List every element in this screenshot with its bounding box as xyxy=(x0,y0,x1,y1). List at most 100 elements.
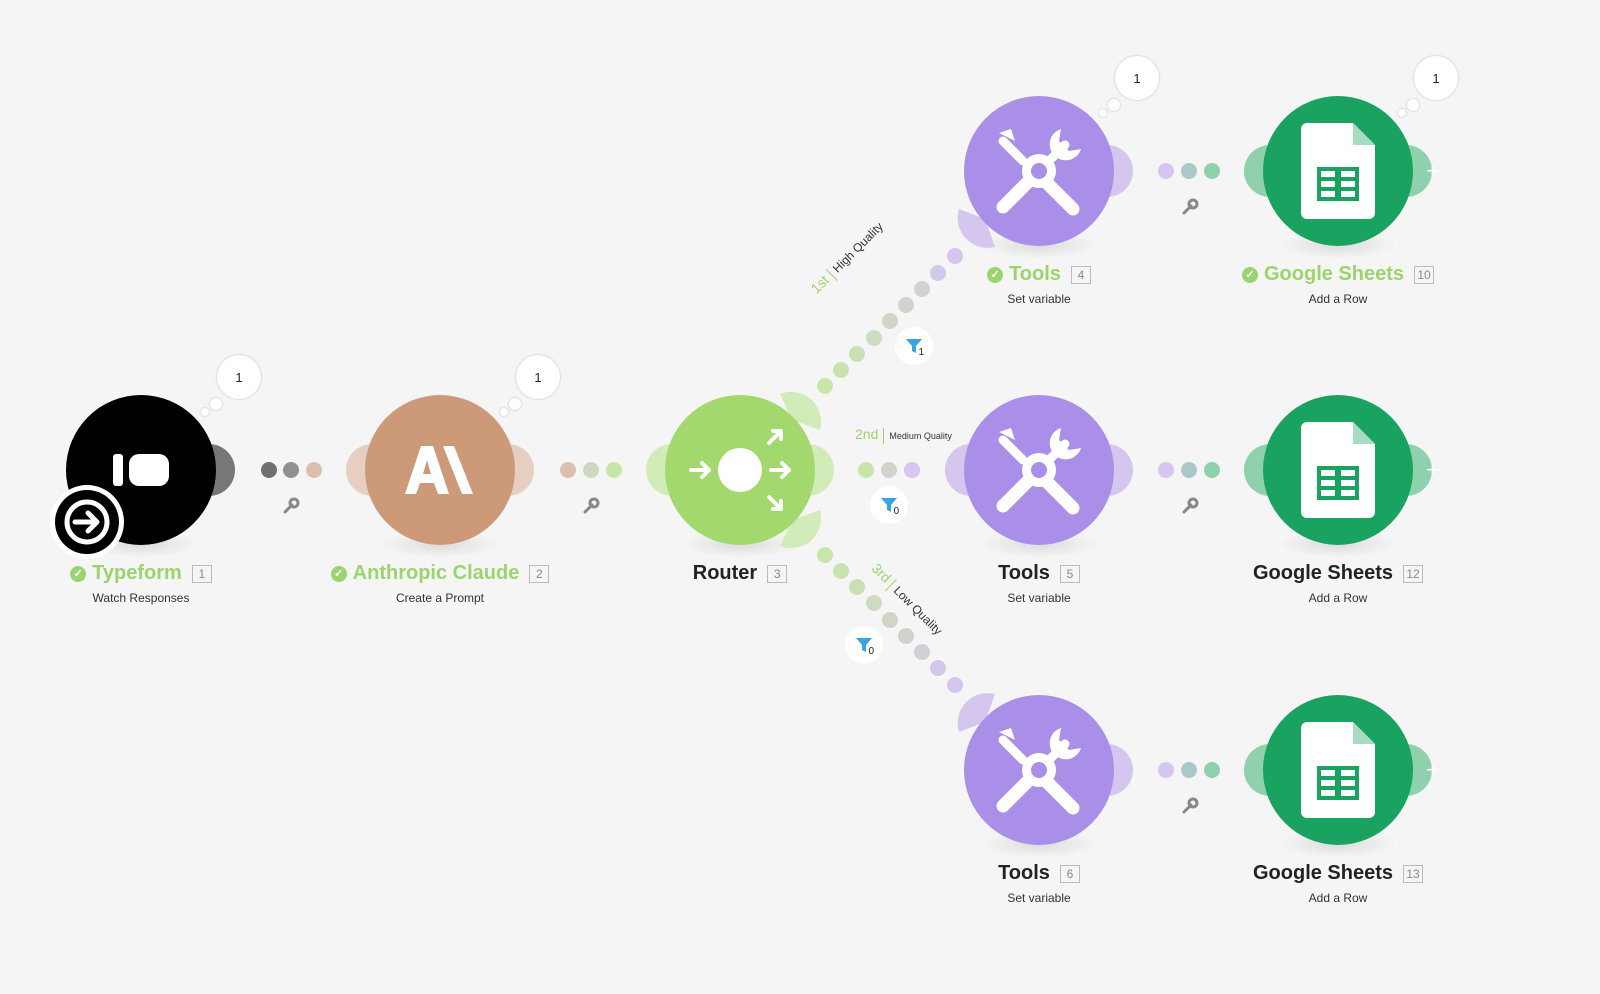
link-router-tools6 xyxy=(817,547,963,693)
module-title: Tools xyxy=(998,862,1050,884)
link-router-tools4 xyxy=(817,248,963,394)
module-subtitle: Set variable xyxy=(1007,891,1071,905)
wrench-icon[interactable] xyxy=(1181,497,1199,515)
module-tools-4[interactable]: 1 ✓ Tools 4 Set variable xyxy=(957,56,1159,306)
module-index: 10 xyxy=(1414,265,1435,284)
bubble-tail xyxy=(1099,109,1107,117)
route-filter-3rd[interactable]: 0 xyxy=(845,626,883,664)
link-typeform-claude xyxy=(261,462,322,478)
link-router-tools5 xyxy=(858,462,920,478)
wrench-icon[interactable] xyxy=(282,497,300,515)
route-label-2nd[interactable]: 2nd Medium Quality xyxy=(855,426,952,444)
operations-count: 1 xyxy=(235,369,243,385)
sheets-glyph xyxy=(1301,422,1375,518)
link-tools5-sheets12 xyxy=(1158,462,1220,478)
bubble-tail xyxy=(1398,109,1406,117)
link-claude-router xyxy=(560,462,622,478)
module-google-sheets-10[interactable]: + 1 ✓ Google Sheets 10 Add a Row xyxy=(1241,56,1458,306)
module-index: 1 xyxy=(191,564,212,583)
router-bottom-handle[interactable] xyxy=(772,498,828,554)
claude-right-handle[interactable] xyxy=(508,444,544,496)
typeform-logo xyxy=(113,454,169,486)
router-icon[interactable] xyxy=(665,395,815,545)
sheets-add-handle[interactable] xyxy=(1406,145,1442,197)
add-module-plus-icon[interactable]: + xyxy=(1426,757,1439,782)
tools-icon[interactable] xyxy=(964,695,1114,845)
tools-input-handle[interactable] xyxy=(949,199,1005,255)
link-tools4-sheets10 xyxy=(1158,163,1220,179)
route-name: Medium Quality xyxy=(889,431,952,441)
operations-count: 1 xyxy=(534,369,542,385)
google-sheets-icon[interactable] xyxy=(1263,96,1413,246)
sheets-add-handle[interactable] xyxy=(1406,744,1442,796)
add-module-plus-icon[interactable]: + xyxy=(1426,158,1439,183)
route-filter-2nd[interactable]: 0 xyxy=(870,486,908,524)
route-filter-1st[interactable]: 1 xyxy=(895,327,933,365)
bubble-tail xyxy=(509,398,521,410)
tools-icon[interactable] xyxy=(964,395,1114,545)
module-tools-6[interactable]: Tools 6 Set variable xyxy=(957,690,1133,905)
module-index: 5 xyxy=(1059,564,1080,583)
wrench-icon[interactable] xyxy=(1181,797,1199,815)
module-title: Anthropic Claude xyxy=(352,562,520,584)
typeform-right-handle[interactable] xyxy=(209,444,245,496)
bubble-tail xyxy=(1108,99,1120,111)
module-subtitle: Add a Row xyxy=(1308,891,1368,905)
success-check-icon: ✓ xyxy=(987,266,1004,283)
trigger-arrow-icon xyxy=(64,499,110,545)
google-sheets-icon[interactable] xyxy=(1263,395,1413,545)
module-index: 3 xyxy=(767,564,788,583)
anthropic-icon[interactable] xyxy=(365,395,515,545)
module-index: 2 xyxy=(529,564,550,583)
module-typeform[interactable]: 1 ✓ Typeform 1 Watch Responses xyxy=(50,355,261,605)
module-title: Tools xyxy=(1009,263,1061,285)
tools-right-handle[interactable] xyxy=(1107,744,1143,796)
module-title: Router xyxy=(692,562,758,584)
tools-icon[interactable] xyxy=(964,96,1114,246)
route-order: 2nd xyxy=(855,426,879,442)
module-title: Google Sheets xyxy=(1263,263,1405,285)
operations-bubble[interactable]: 1 xyxy=(1414,56,1458,100)
add-module-plus-icon[interactable]: + xyxy=(1426,457,1439,482)
sheets-glyph xyxy=(1301,123,1375,219)
module-subtitle: Set variable xyxy=(1007,591,1071,605)
tools-right-handle[interactable] xyxy=(1107,444,1143,496)
google-sheets-icon[interactable] xyxy=(1263,695,1413,845)
operations-bubble[interactable]: 1 xyxy=(217,355,261,399)
filter-count: 0 xyxy=(868,646,874,657)
module-subtitle: Watch Responses xyxy=(92,591,190,605)
module-title: Google Sheets xyxy=(1252,862,1394,884)
module-google-sheets-13[interactable]: + Google Sheets 13 Add a Row xyxy=(1244,690,1439,905)
router-top-handle[interactable] xyxy=(772,386,828,442)
module-index: 12 xyxy=(1403,564,1424,583)
module-tools-5[interactable]: Tools 5 Set variable xyxy=(945,390,1133,605)
router-glyph xyxy=(689,429,791,511)
module-subtitle: Add a Row xyxy=(1308,591,1368,605)
link-tools6-sheets13 xyxy=(1158,762,1220,778)
bubble-tail xyxy=(1407,99,1419,111)
module-subtitle: Set variable xyxy=(1007,292,1071,306)
wrench-icon[interactable] xyxy=(582,497,600,515)
filter-icon xyxy=(906,339,922,353)
operations-bubble[interactable]: 1 xyxy=(516,355,560,399)
operations-bubble[interactable]: 1 xyxy=(1115,56,1159,100)
module-google-sheets-12[interactable]: + Google Sheets 12 Add a Row xyxy=(1244,390,1439,605)
tools-right-handle[interactable] xyxy=(1107,145,1143,197)
trigger-badge[interactable] xyxy=(50,485,124,559)
module-subtitle: Create a Prompt xyxy=(395,591,485,605)
filter-icon xyxy=(856,638,872,652)
filter-count: 1 xyxy=(918,347,924,358)
tools-input-handle[interactable] xyxy=(949,686,1005,742)
module-router[interactable]: Router 3 xyxy=(646,390,834,584)
wrench-icon[interactable] xyxy=(1181,198,1199,216)
sheets-glyph xyxy=(1301,722,1375,818)
module-index: 4 xyxy=(1070,265,1091,284)
bubble-tail xyxy=(210,398,222,410)
module-anthropic-claude[interactable]: 1 ✓ Anthropic Claude 2 Create a Prompt xyxy=(330,355,560,605)
router-right-handle[interactable] xyxy=(808,444,844,496)
tools-glyph xyxy=(996,129,1081,216)
sheets-add-handle[interactable] xyxy=(1406,444,1442,496)
module-index: 6 xyxy=(1059,864,1080,883)
